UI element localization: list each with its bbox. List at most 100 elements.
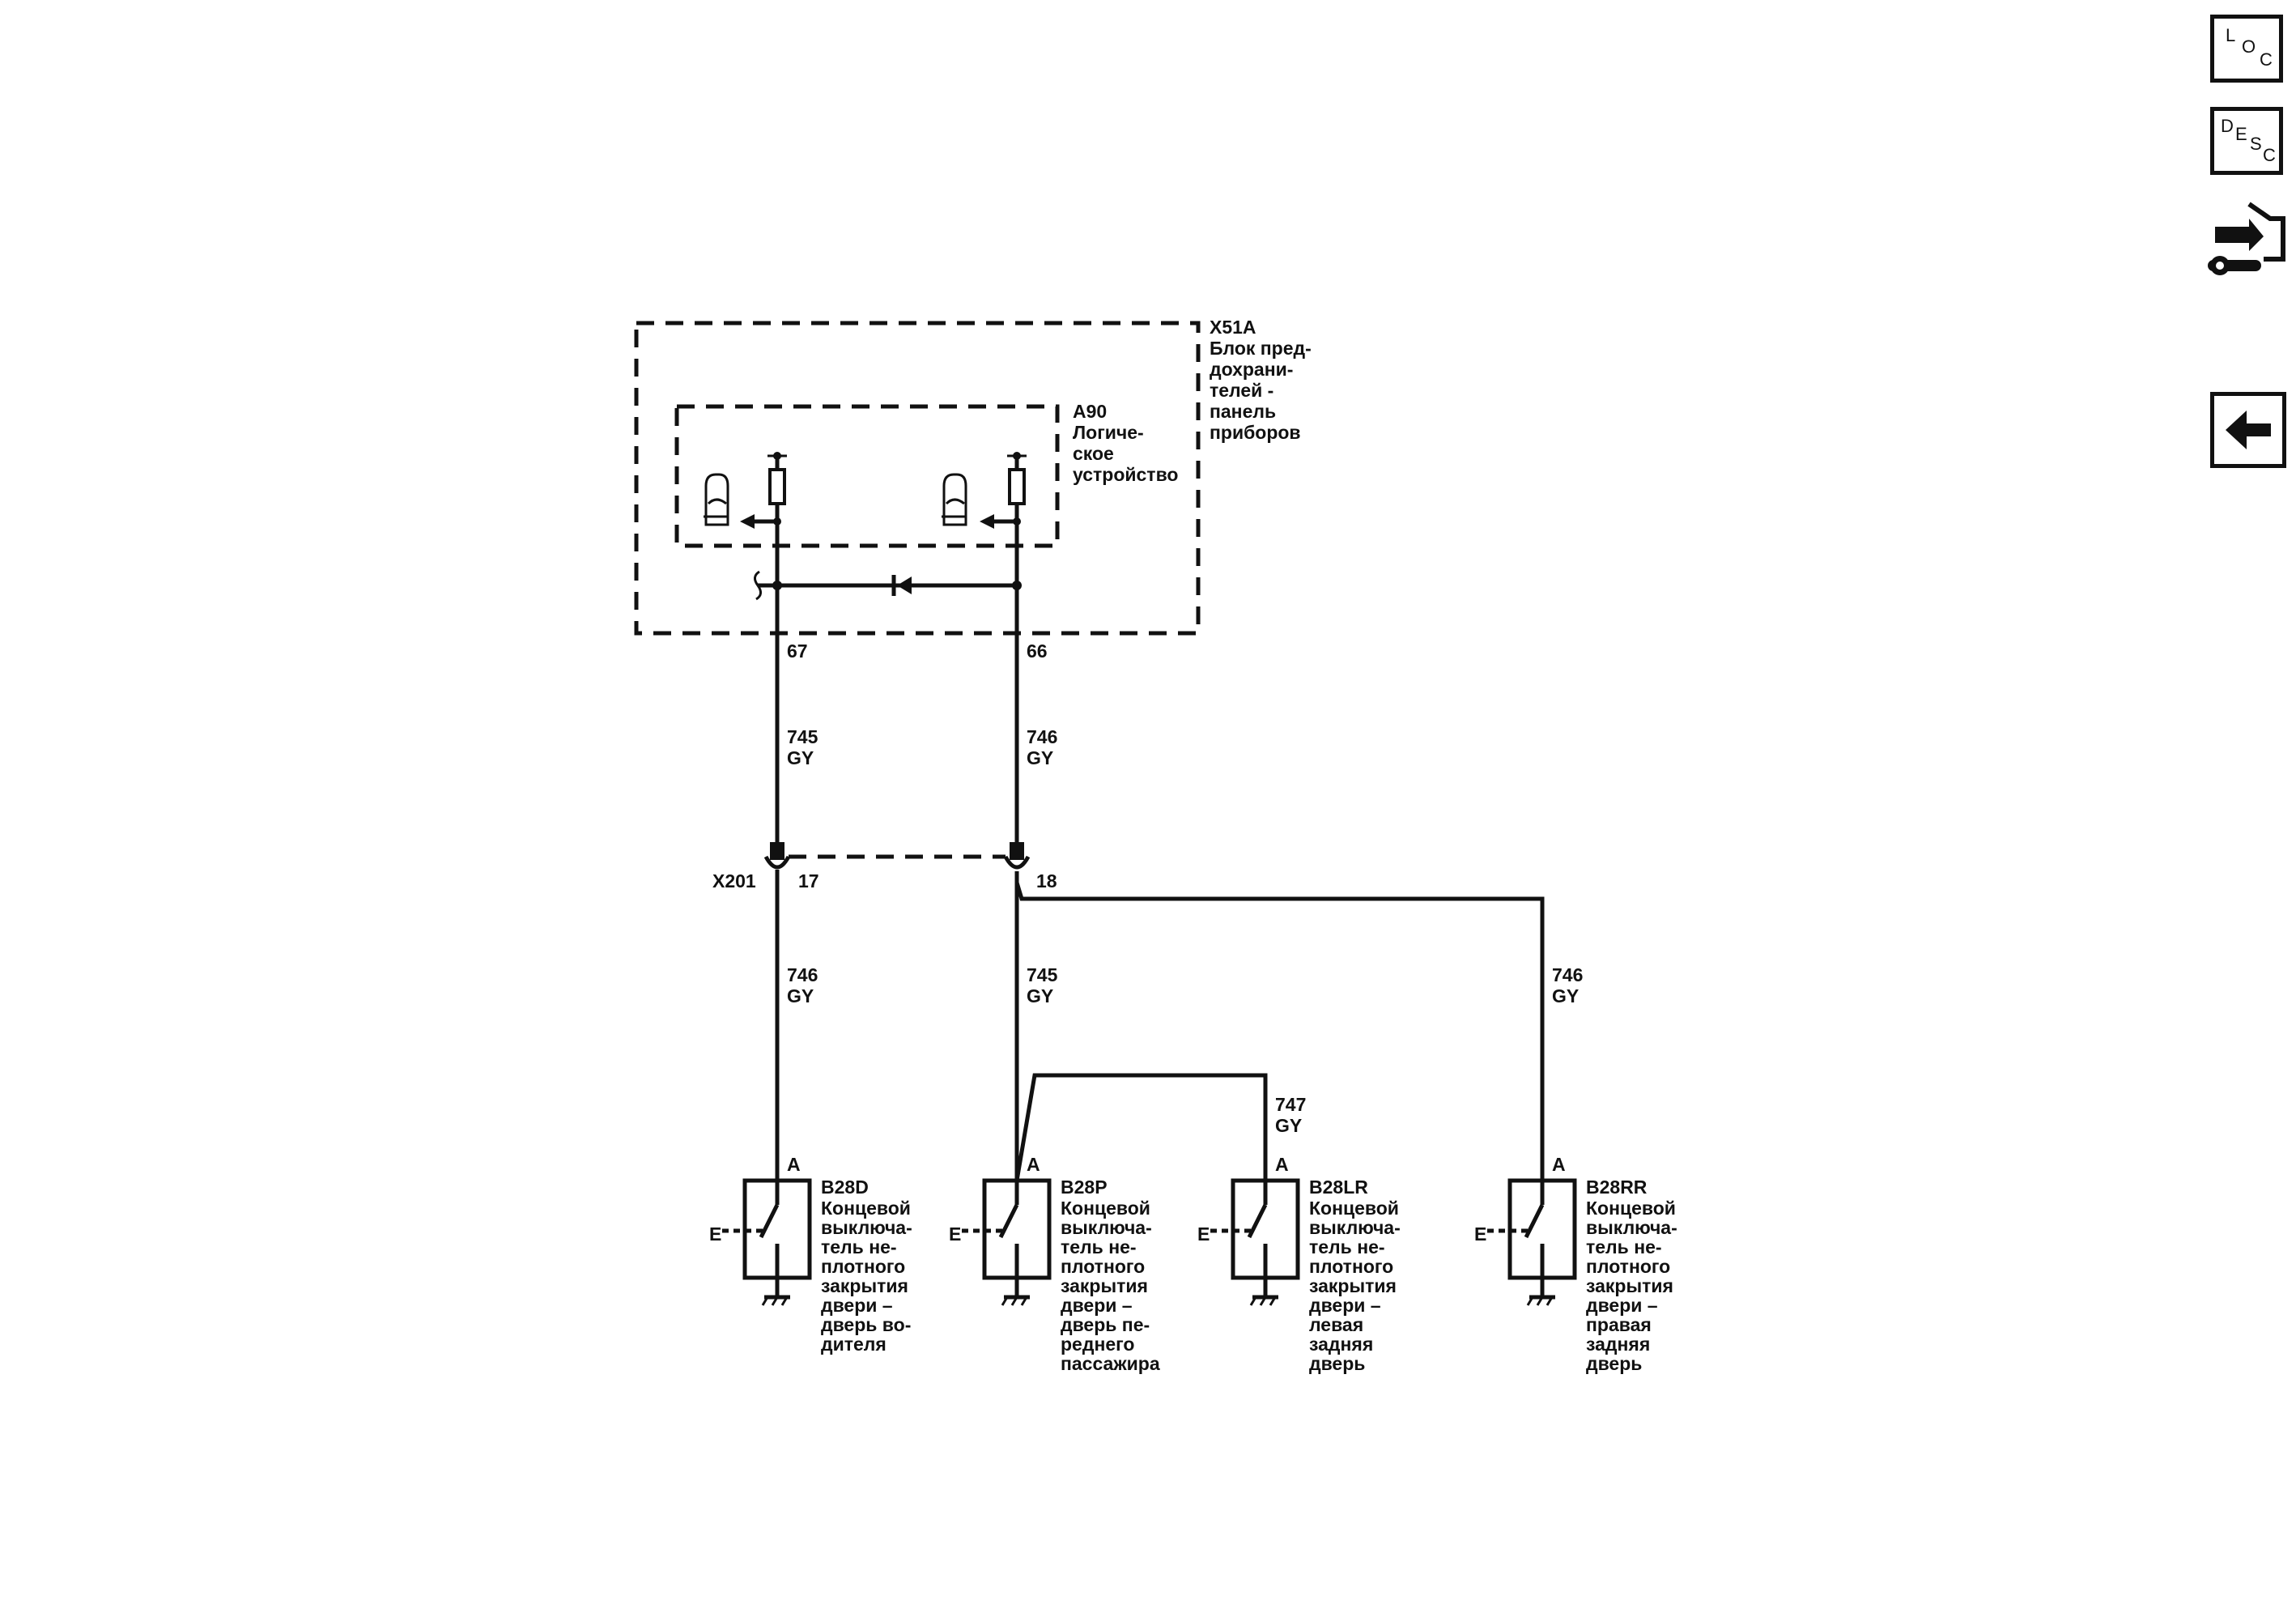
switch-desc-line: Концевой (1309, 1198, 1399, 1219)
wire-color: GY (1027, 985, 1053, 1006)
switch-e-marker: E (709, 1223, 721, 1245)
pin-17: 17 (798, 870, 819, 891)
switch-desc-line: тель не- (1061, 1236, 1137, 1257)
desc-button[interactable]: D E S C (2210, 107, 2283, 175)
desc-letter: D (2221, 116, 2234, 136)
a90-desc-line: ское (1073, 443, 1114, 464)
switch-desc-line: Концевой (1586, 1198, 1676, 1219)
switch-desc-line: левая (1309, 1314, 1363, 1335)
a90-id: A90 (1073, 401, 1107, 422)
pin-a: A (1275, 1154, 1289, 1175)
switch-e-marker: E (1474, 1223, 1486, 1245)
loc-letter: C (2260, 49, 2273, 70)
diode-bridge (754, 570, 1022, 601)
switch-desc-line: выключа- (1309, 1217, 1401, 1238)
switch-desc-line: выключа- (1586, 1217, 1677, 1238)
switch-e-marker: E (1197, 1223, 1210, 1245)
desc-letter: C (2263, 145, 2276, 165)
wire-color: GY (1552, 985, 1579, 1006)
connector-tool-icon[interactable] (2207, 194, 2288, 283)
loc-letter: L (2226, 25, 2236, 45)
pin-a: A (787, 1154, 801, 1175)
switch-desc-line: двери – (1309, 1295, 1381, 1316)
pin-67: 67 (787, 640, 808, 662)
pin-a: A (1552, 1154, 1566, 1175)
switch-desc: Концевой выключа- тель не- плотного закр… (1309, 1198, 1401, 1374)
car-door-icon (704, 473, 729, 526)
x51a-fuse-block-boundary (634, 321, 1201, 636)
switch-desc: Концевой выключа- тель не- плотного закр… (1586, 1198, 1677, 1374)
switch-desc-line: двери – (821, 1295, 893, 1316)
x51a-desc-line: Блок пред- (1210, 338, 1312, 359)
wire-color: GY (787, 985, 814, 1006)
switch-desc-line: закрытия (1061, 1275, 1148, 1296)
switch-desc: Концевой выключа- тель не- плотного закр… (821, 1198, 912, 1355)
door-ajar-switch-b28lr: E (1197, 1178, 1300, 1306)
x51a-id: X51A (1210, 317, 1256, 338)
pin-a: A (1027, 1154, 1040, 1175)
switch-desc-line: пассажира (1061, 1353, 1160, 1374)
switch-desc-line: плотного (1586, 1256, 1670, 1277)
switch-id: B28P (1061, 1177, 1108, 1198)
loc-button[interactable]: L O C (2210, 15, 2283, 83)
switch-desc-line: дверь во- (821, 1314, 911, 1335)
switch-desc-line: дителя (821, 1334, 887, 1355)
pin-66: 66 (1027, 640, 1048, 662)
switch-desc-line: плотного (1061, 1256, 1145, 1277)
switch-desc-line: правая (1586, 1314, 1652, 1335)
switch-desc-line: закрытия (1586, 1275, 1673, 1296)
x51a-desc-line: панель (1210, 401, 1276, 422)
switch-desc-line: дверь (1586, 1353, 1642, 1374)
switch-desc-line: выключа- (821, 1217, 912, 1238)
wire-color: GY (1275, 1115, 1302, 1136)
wire-number: 745 (1027, 964, 1058, 985)
switch-desc-line: тель не- (1586, 1236, 1662, 1257)
desc-letter: S (2250, 134, 2262, 154)
x201-label: X201 (712, 870, 756, 891)
switch-desc-line: реднего (1061, 1334, 1134, 1355)
door-ajar-switch-b28p: E (949, 1178, 1052, 1306)
a90-logic-module-boundary (674, 404, 1060, 548)
wire-number: 746 (1027, 726, 1057, 747)
back-button[interactable] (2210, 392, 2286, 468)
x51a-desc-line: приборов (1210, 422, 1301, 443)
lower-wiring (775, 870, 1545, 1181)
switch-desc-line: плотного (821, 1256, 905, 1277)
switch-desc-line: двери – (1586, 1295, 1658, 1316)
switch-desc-line: двери – (1061, 1295, 1133, 1316)
x51a-desc-line: дохрани- (1210, 359, 1293, 380)
switch-desc-line: выключа- (1061, 1217, 1152, 1238)
switch-desc-line: задняя (1586, 1334, 1650, 1355)
loc-letter: O (2242, 36, 2256, 57)
switch-desc-line: Концевой (821, 1198, 911, 1219)
switch-desc-line: дверь (1309, 1353, 1365, 1374)
right-output-driver (980, 452, 1027, 858)
connector-tool-icon-graphic (2208, 202, 2285, 275)
switch-desc-line: закрытия (1309, 1275, 1397, 1296)
switch-desc-line: Концевой (1061, 1198, 1150, 1219)
wire-color: GY (787, 747, 814, 768)
switch-id: B28RR (1586, 1177, 1648, 1198)
switch-id: B28D (821, 1177, 869, 1198)
wire-color: GY (1027, 747, 1053, 768)
switch-desc-line: тель не- (821, 1236, 897, 1257)
x51a-desc-line: телей - (1210, 380, 1273, 401)
switch-desc-line: закрытия (821, 1275, 908, 1296)
car-door-icon (942, 473, 967, 526)
switch-desc-line: дверь пе- (1061, 1314, 1150, 1335)
a90-desc-line: устройство (1073, 464, 1178, 485)
wire-number: 745 (787, 726, 818, 747)
switch-desc-line: плотного (1309, 1256, 1393, 1277)
switch-e-marker: E (949, 1223, 961, 1245)
door-ajar-switch-b28d: E (709, 1178, 812, 1306)
left-output-driver (740, 452, 787, 858)
desc-letter: E (2235, 124, 2247, 144)
switch-desc: Концевой выключа- тель не- плотного закр… (1061, 1198, 1160, 1374)
a90-desc-line: Логиче- (1073, 422, 1144, 443)
wire-number: 747 (1275, 1094, 1306, 1115)
door-ajar-switch-b28rr: E (1474, 1178, 1577, 1306)
switch-desc-line: задняя (1309, 1334, 1373, 1355)
wire-number: 746 (787, 964, 818, 985)
x201-inline-connector (763, 842, 1031, 870)
wire-number: 746 (1552, 964, 1583, 985)
